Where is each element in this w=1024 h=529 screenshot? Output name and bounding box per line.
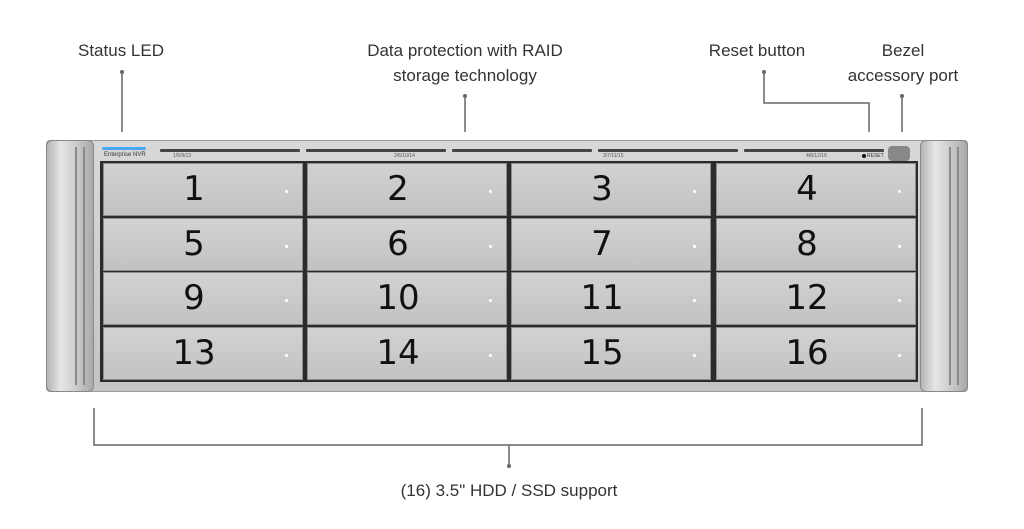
drive-number: 11 bbox=[580, 277, 624, 318]
drive-led bbox=[489, 298, 492, 302]
status-led bbox=[102, 147, 146, 150]
drive-led bbox=[285, 298, 288, 302]
drive-tray-4[interactable]: 4 bbox=[716, 163, 916, 216]
slot-bar bbox=[744, 149, 884, 152]
drive-tray-12[interactable]: 12 bbox=[716, 272, 916, 325]
drive-number: 9 bbox=[183, 277, 205, 318]
drive-number: 4 bbox=[796, 168, 818, 209]
drive-led bbox=[898, 353, 901, 357]
drive-led bbox=[285, 353, 288, 357]
data-protection-callout-line2: storage technology bbox=[393, 66, 537, 85]
drive-tray-14[interactable]: 14 bbox=[307, 327, 507, 380]
drive-tray-1[interactable]: 1 bbox=[103, 163, 303, 216]
reset-button-leader bbox=[763, 72, 870, 132]
drive-tray-15[interactable]: 15 bbox=[511, 327, 711, 380]
drive-number: 14 bbox=[376, 332, 420, 373]
drive-number: 7 bbox=[591, 223, 613, 264]
drive-number: 13 bbox=[172, 332, 216, 373]
bezel-callout-line2: accessory port bbox=[847, 66, 959, 85]
left-rack-ear bbox=[46, 140, 94, 392]
drive-tray-13[interactable]: 13 bbox=[103, 327, 303, 380]
drive-tray-7[interactable]: 7 bbox=[511, 218, 711, 271]
reset-label: RESET bbox=[867, 153, 884, 159]
drive-number: 12 bbox=[785, 277, 829, 318]
slot-bar bbox=[160, 149, 300, 152]
slot-group-label: 2/6/10/14 bbox=[394, 153, 415, 159]
brand-label: Enterprise NVR bbox=[104, 152, 146, 158]
drive-led bbox=[693, 298, 696, 302]
drive-led bbox=[693, 353, 696, 357]
drive-led bbox=[693, 189, 696, 193]
drive-number: 5 bbox=[183, 223, 205, 264]
drive-tray-6[interactable]: 6 bbox=[307, 218, 507, 271]
reset-button-callout: Reset button bbox=[708, 41, 806, 60]
drive-led bbox=[285, 244, 288, 248]
drive-led bbox=[489, 353, 492, 357]
bezel-callout-line1: Bezel bbox=[881, 41, 925, 60]
bezel-accessory-port bbox=[888, 146, 910, 161]
drive-tray-2[interactable]: 2 bbox=[307, 163, 507, 216]
drive-tray-16[interactable]: 16 bbox=[716, 327, 916, 380]
front-top-strip: Enterprise NVR 1/5/9/13 2/6/10/14 3/7/11… bbox=[98, 142, 920, 162]
slot-bar bbox=[598, 149, 738, 152]
slot-group-label: 4/8/12/16 bbox=[806, 153, 827, 159]
data-protection-callout-line1: Data protection with RAID bbox=[367, 41, 563, 60]
drive-number: 8 bbox=[796, 223, 818, 264]
drive-led bbox=[693, 244, 696, 248]
status-led-callout: Status LED bbox=[78, 41, 164, 60]
drive-tray-11[interactable]: 11 bbox=[511, 272, 711, 325]
drive-bracket bbox=[93, 408, 923, 446]
drive-tray-10[interactable]: 10 bbox=[307, 272, 507, 325]
drive-number: 16 bbox=[785, 332, 829, 373]
reset-button[interactable] bbox=[862, 154, 866, 158]
drive-number: 2 bbox=[387, 168, 409, 209]
drive-led bbox=[898, 244, 901, 248]
drive-tray-3[interactable]: 3 bbox=[511, 163, 711, 216]
drive-led bbox=[285, 189, 288, 193]
drive-number: 10 bbox=[376, 277, 420, 318]
drive-support-callout: (16) 3.5" HDD / SSD support bbox=[400, 481, 618, 500]
drive-led bbox=[898, 189, 901, 193]
drive-number: 3 bbox=[591, 168, 613, 209]
drive-tray-9[interactable]: 9 bbox=[103, 272, 303, 325]
drive-led bbox=[898, 298, 901, 302]
slot-bar bbox=[452, 149, 592, 152]
slot-group-label: 1/5/9/13 bbox=[173, 153, 192, 159]
slot-bar bbox=[306, 149, 446, 152]
drive-led bbox=[489, 244, 492, 248]
drive-tray-8[interactable]: 8 bbox=[716, 218, 916, 271]
drive-tray-5[interactable]: 5 bbox=[103, 218, 303, 271]
drive-number: 6 bbox=[387, 223, 409, 264]
slot-group-label: 3/7/11/15 bbox=[603, 153, 624, 159]
drive-number: 1 bbox=[183, 168, 205, 209]
drive-led bbox=[489, 189, 492, 193]
right-rack-ear bbox=[920, 140, 968, 392]
drive-number: 15 bbox=[580, 332, 624, 373]
